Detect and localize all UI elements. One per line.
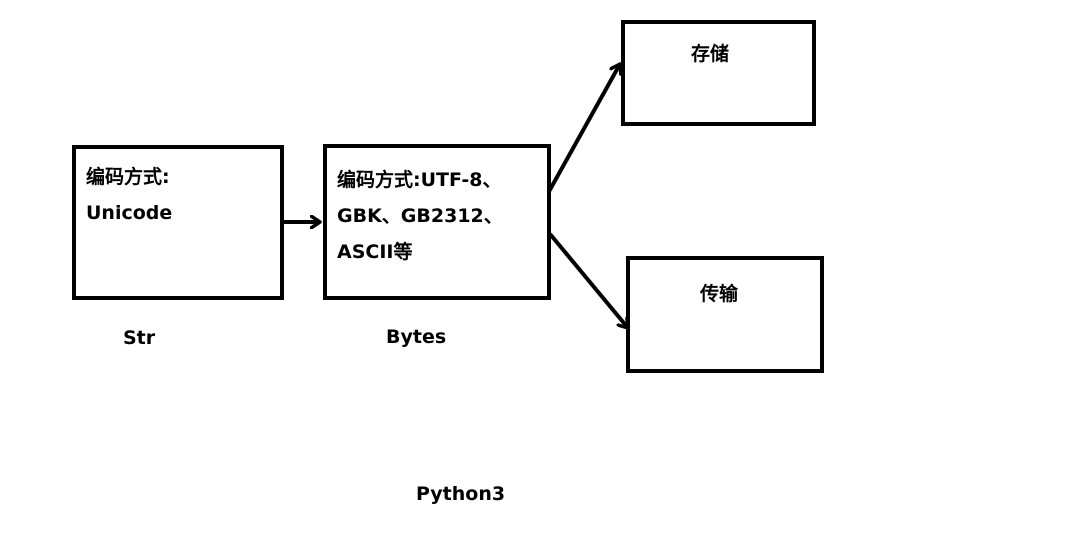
arrow-bytes-to-transfer: [548, 232, 628, 328]
str-box: 编码方式: Unicode: [72, 145, 284, 300]
bytes-box: 编码方式:UTF-8、 GBK、GB2312、 ASCII等: [323, 144, 551, 300]
str-encoding-value: Unicode: [86, 202, 173, 224]
str-box-text: 编码方式: Unicode: [86, 159, 172, 231]
str-encoding-label: 编码方式:: [86, 166, 170, 188]
bytes-encoding-line-3: ASCII等: [337, 241, 413, 263]
bytes-encoding-line-2: GBK、GB2312、: [337, 205, 503, 227]
transfer-box: 传输: [626, 256, 824, 373]
bytes-type-label: Bytes: [386, 326, 447, 348]
transfer-label: 传输: [700, 283, 739, 305]
storage-box: 存储: [621, 20, 816, 126]
bytes-box-text: 编码方式:UTF-8、 GBK、GB2312、 ASCII等: [337, 162, 503, 270]
python3-label: Python3: [416, 483, 506, 505]
storage-label: 存储: [691, 43, 730, 65]
arrow-bytes-to-storage: [545, 64, 620, 196]
bytes-encoding-line-1: 编码方式:UTF-8、: [337, 169, 502, 191]
str-type-label: Str: [123, 327, 156, 349]
